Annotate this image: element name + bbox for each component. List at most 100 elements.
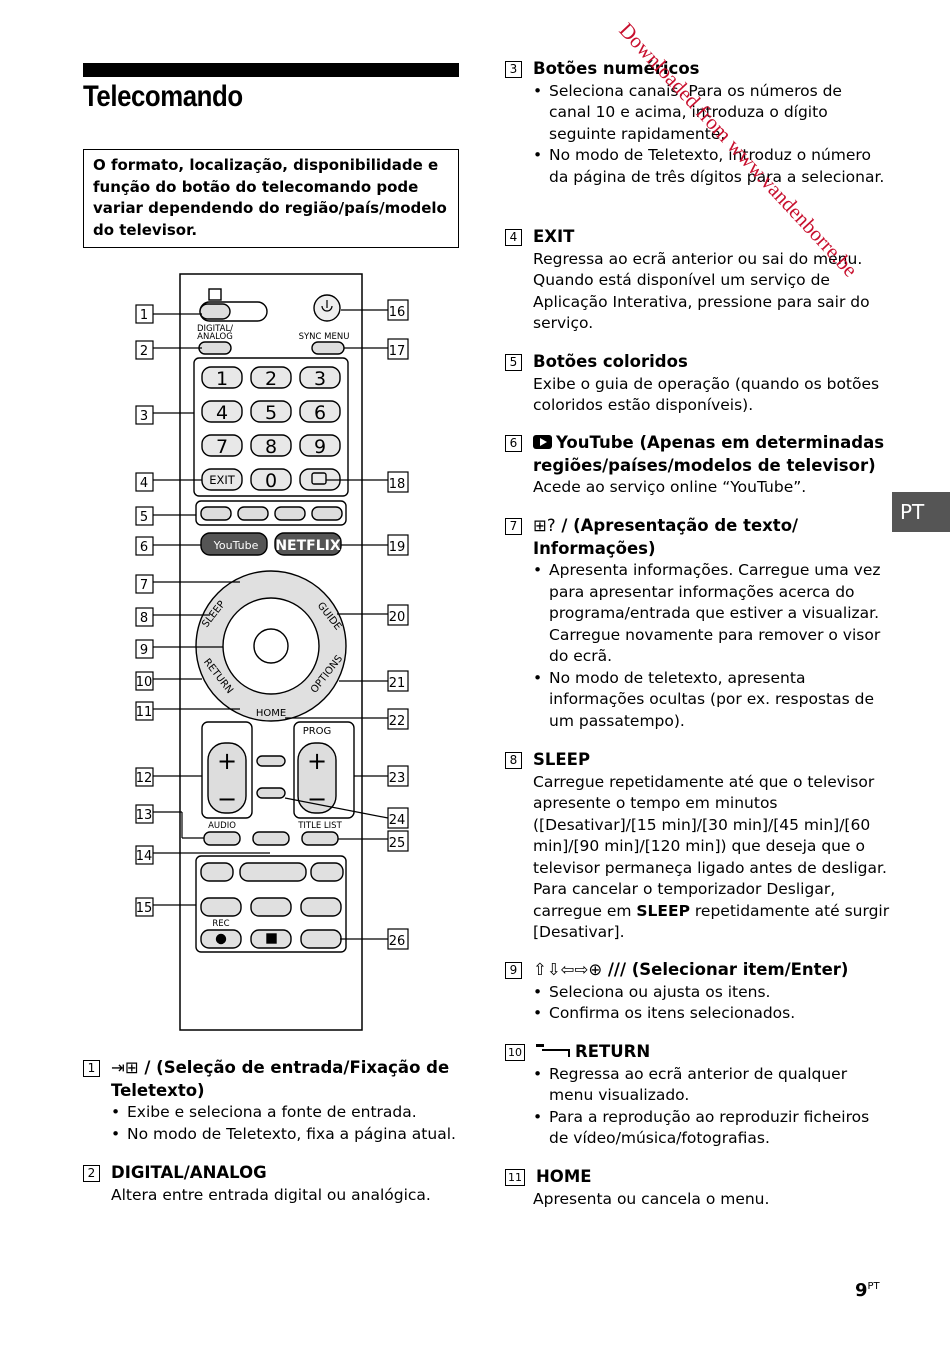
netflix-button-label: NETFLIX: [275, 538, 341, 554]
digit-3: 3: [314, 368, 326, 390]
svg-text:25: 25: [389, 836, 406, 851]
text-hold-icon: ⊞: [124, 1058, 139, 1077]
section-number: 3: [505, 61, 522, 78]
section-number: 1: [83, 1060, 100, 1077]
section-text: Regressa ao ecrã anterior ou sai do menu…: [533, 249, 870, 333]
title-list-label: TITLE LIST: [297, 821, 342, 831]
list-item: Seleciona ou ajusta os itens.: [533, 982, 890, 1004]
section-heading: / (Seleção de entrada/Fixação de Teletex…: [111, 1058, 450, 1100]
rec-label: REC: [212, 919, 229, 929]
section-6: 6 YouTube (Apenas em determinadas regiões…: [505, 432, 890, 499]
section-text: Altera entre entrada digital ou analógic…: [111, 1185, 431, 1204]
section-heading: YouTube (Apenas em determinadas regiões/…: [533, 433, 885, 475]
info-icon: ?: [546, 516, 556, 535]
home-label: HOME: [256, 708, 286, 719]
section-2: 2 DIGITAL/ANALOG Altera entre entrada dig…: [83, 1162, 463, 1206]
digit-7: 7: [216, 436, 228, 458]
exit-label: EXIT: [209, 473, 236, 487]
svg-text:−: −: [307, 785, 327, 813]
note-box: O formato, localização, disponibilidade …: [83, 149, 459, 248]
svg-text:8: 8: [140, 611, 148, 626]
section-number: 6: [505, 435, 522, 452]
section-8: 8 SLEEP Carregue repetidamente até que o …: [505, 749, 890, 944]
arrow-left-icon: ⇦: [560, 960, 575, 979]
svg-text:1: 1: [140, 308, 148, 323]
text-display-icon: ⊞: [533, 516, 547, 535]
section-heading: Botões coloridos: [533, 352, 688, 371]
section-4: 4 EXIT Regressa ao ecrã anterior ou sai d…: [505, 226, 885, 335]
section-number: 5: [505, 354, 522, 371]
page-title: Telecomando: [83, 80, 243, 113]
digit-5: 5: [265, 402, 277, 424]
remote-control-illustration: DIGITAL/ ANALOG SYNC MENU 1 2 3 4 5 6 7 …: [130, 268, 420, 1038]
list-item: Exibe e seleciona a fonte de entrada.: [111, 1102, 463, 1124]
enter-icon: ⊕: [588, 960, 603, 979]
svg-text:+: +: [307, 747, 327, 775]
list-item: Apresenta informações. Carregue uma vez …: [533, 560, 890, 668]
section-number: 9: [505, 962, 522, 979]
svg-text:18: 18: [389, 477, 406, 492]
section-number: 10: [505, 1044, 525, 1061]
svg-text:12: 12: [136, 771, 153, 786]
section-1: 1 ⇥⊞ / (Seleção de entrada/Fixação de Tel…: [83, 1057, 463, 1145]
list-item: Para a reprodução ao reproduzir ficheiro…: [533, 1107, 890, 1150]
section-5: 5 Botões coloridos Exibe o guia de operaç…: [505, 351, 885, 417]
section-9: 9 ⇧⇩⇦⇨⊕ /// (Selecionar item/Enter) Selec…: [505, 959, 890, 1025]
digital-analog-label: DIGITAL/: [197, 324, 233, 334]
svg-text:21: 21: [389, 676, 406, 691]
digit-6: 6: [314, 402, 326, 424]
youtube-button-label: YouTube: [213, 539, 259, 552]
section-heading: Botões numéricos: [533, 59, 700, 78]
page-number: 9PT: [855, 1280, 880, 1301]
svg-text:6: 6: [140, 540, 148, 555]
return-icon: [536, 1044, 570, 1058]
section-number: 2: [83, 1165, 100, 1182]
digit-0: 0: [265, 470, 277, 492]
language-tab: PT: [892, 492, 950, 532]
section-number: 11: [505, 1169, 525, 1186]
section-heading: HOME: [536, 1167, 592, 1186]
section-text: Exibe o guia de operação (quando os botõ…: [533, 374, 880, 415]
list-item: Seleciona canais. Para os números de can…: [533, 81, 885, 146]
list-item: No modo de Teletexto, fixa a página atua…: [111, 1124, 463, 1146]
arrow-up-icon: ⇧: [533, 960, 547, 979]
svg-text:26: 26: [389, 934, 406, 949]
prog-label: PROG: [303, 726, 332, 737]
section-text: Acede ao serviço online “YouTube”.: [533, 478, 807, 496]
digit-2: 2: [265, 368, 277, 390]
svg-text:2: 2: [140, 344, 148, 359]
digit-4: 4: [216, 402, 228, 424]
digital-analog-label-2: ANALOG: [197, 332, 233, 342]
svg-text:+: +: [217, 747, 237, 775]
arrow-right-icon: ⇨: [574, 960, 589, 979]
section-heading: EXIT: [533, 227, 575, 246]
svg-text:17: 17: [389, 344, 406, 359]
svg-text:−: −: [217, 785, 237, 813]
section-heading: SLEEP: [533, 750, 591, 769]
youtube-icon: [533, 435, 552, 449]
svg-text:20: 20: [389, 610, 406, 625]
arrow-down-icon: ⇩: [546, 960, 561, 979]
section-heading: / (Apresentação de texto/ Informações): [533, 516, 799, 558]
section-text: Carregue repetidamente até que o televis…: [533, 772, 890, 942]
svg-text:14: 14: [136, 849, 153, 864]
digit-9: 9: [314, 436, 326, 458]
list-item: No modo de Teletexto, introduz o número …: [533, 145, 885, 188]
svg-text:13: 13: [136, 808, 153, 823]
section-heading: DIGITAL/ANALOG: [111, 1163, 267, 1182]
input-select-icon: ⇥: [111, 1058, 125, 1077]
svg-text:9: 9: [140, 643, 148, 658]
section-number: 7: [505, 518, 522, 535]
svg-text:16: 16: [389, 305, 406, 320]
section-heading: /// (Selecionar item/Enter): [607, 960, 849, 979]
section-number: 4: [505, 229, 522, 246]
svg-text:15: 15: [136, 901, 153, 916]
list-item: Regressa ao ecrã anterior de qualquer me…: [533, 1064, 890, 1107]
section-3: 3 Botões numéricos Seleciona canais. Para…: [505, 58, 885, 188]
list-item: No modo de teletexto, apresenta informaç…: [533, 668, 890, 733]
digit-1: 1: [216, 368, 228, 390]
section-number: 8: [505, 752, 522, 769]
list-item: Confirma os itens selecionados.: [533, 1003, 890, 1025]
